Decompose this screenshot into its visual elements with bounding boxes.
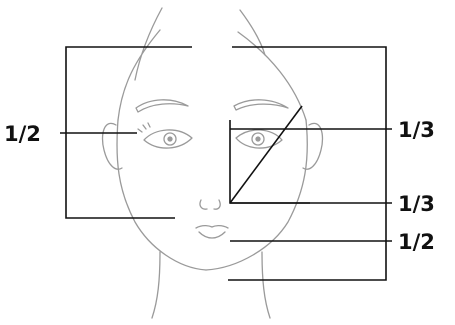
face-outline-left	[117, 120, 206, 270]
label-right-mid-third: 1/3	[398, 192, 435, 216]
label-right-top-third: 1/3	[398, 118, 435, 142]
pupil-left	[168, 137, 172, 141]
eye-box-diagonal	[230, 106, 302, 203]
lips-upper	[196, 226, 228, 228]
ear-left	[103, 123, 123, 169]
neck-right	[262, 252, 270, 318]
eyebrow-right	[234, 100, 288, 110]
face-outline-right	[206, 120, 307, 270]
hair-strand-right	[240, 10, 265, 55]
hair-part-right	[238, 32, 306, 120]
label-left-half: 1/2	[4, 122, 41, 146]
pupil-right	[256, 137, 260, 141]
eyebrow-left	[136, 100, 188, 112]
face-sketch	[103, 8, 323, 318]
right-bracket	[228, 47, 386, 280]
neck-left	[152, 252, 160, 318]
label-right-lower-half: 1/2	[398, 230, 435, 254]
lips-lower	[199, 232, 225, 238]
nose	[200, 200, 220, 209]
lashes-left	[138, 123, 150, 132]
